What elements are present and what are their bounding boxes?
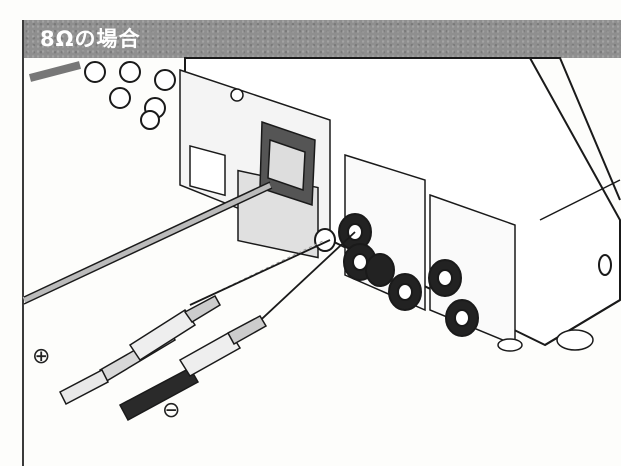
rear-panel <box>179 68 331 259</box>
minus-symbol: ⊖ <box>162 398 181 423</box>
section-header-bar <box>22 20 621 58</box>
section-title: 8Ωの場合 <box>40 27 141 51</box>
power-inlet <box>259 120 316 207</box>
rca-jacks <box>28 61 176 130</box>
connection-wires <box>189 231 356 331</box>
binding-posts <box>314 213 479 337</box>
plus-cable <box>59 294 222 406</box>
power-cable <box>22 181 273 305</box>
callout-marker <box>230 88 244 102</box>
amplifier-feet <box>497 329 594 352</box>
minus-cable <box>118 315 268 422</box>
plus-symbol: ⊕ <box>32 344 51 369</box>
illustration-frame <box>22 20 621 466</box>
